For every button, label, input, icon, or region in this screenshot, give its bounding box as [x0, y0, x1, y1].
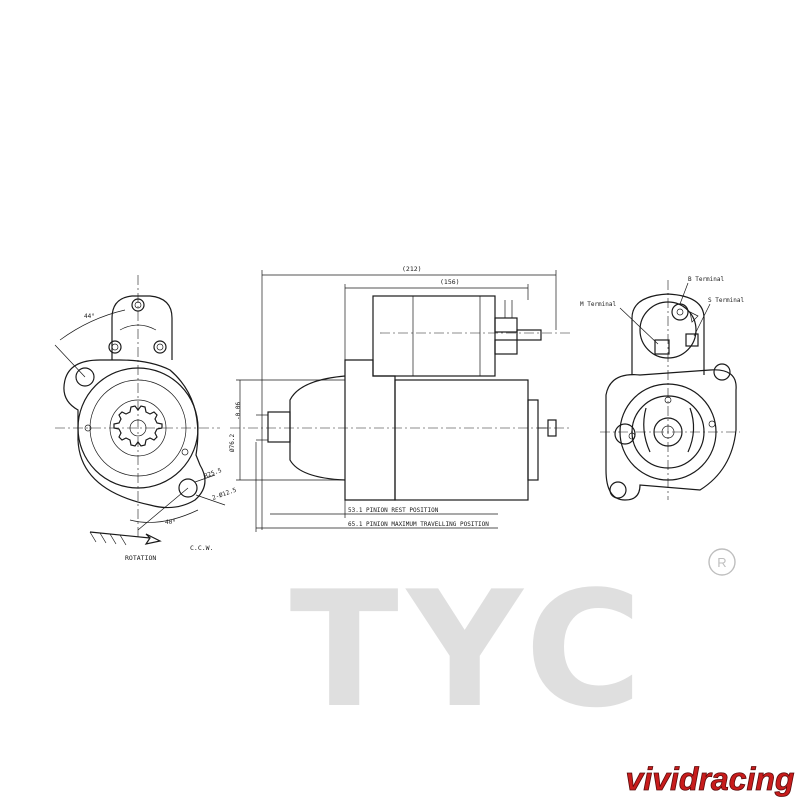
- diameter-tol-label: -0.06: [235, 402, 242, 420]
- registered-mark: R: [708, 548, 736, 576]
- rear-view: B Terminal M Terminal S Terminal: [580, 276, 745, 501]
- m-terminal-label: M Terminal: [580, 301, 617, 308]
- angle-bottom-label: 40°: [165, 519, 176, 526]
- angle-top-label: 44°: [84, 313, 95, 320]
- s-terminal-label: S Terminal: [708, 297, 745, 304]
- overall-length-label: (212): [402, 265, 422, 273]
- front-view: 44° 40° R25.5 2-Ø12.5 ROTATION C.C.W.: [54, 275, 238, 562]
- radius-label: R25.5: [203, 467, 223, 480]
- tyc-watermark: TYC: [290, 556, 651, 743]
- solenoid: [372, 295, 496, 377]
- tyc-logo-text: TYC: [290, 556, 651, 743]
- motor-body: [394, 379, 529, 501]
- pinion-rest-label: 53.1 PINION REST POSITION: [348, 507, 439, 514]
- pinion-gear: [113, 405, 163, 447]
- diameter-label: Ø76.2: [229, 434, 236, 452]
- rotation-label: ROTATION: [125, 554, 156, 562]
- registered-symbol: R: [717, 555, 726, 570]
- vividracing-watermark: vividracing: [625, 761, 795, 798]
- side-view: (212) (156) Ø76.2 -0.06: [229, 265, 570, 532]
- holes-label: 2-Ø12.5: [211, 487, 238, 502]
- b-terminal-label: B Terminal: [688, 276, 725, 283]
- rotation-arrow: [89, 531, 162, 545]
- rotation-direction: C.C.W.: [190, 544, 213, 552]
- pinion-max-label: 65.1 PINION MAXIMUM TRAVELLING POSITION: [348, 521, 489, 528]
- body-length-label: (156): [440, 278, 460, 286]
- vividracing-logo: vividracing: [626, 761, 795, 797]
